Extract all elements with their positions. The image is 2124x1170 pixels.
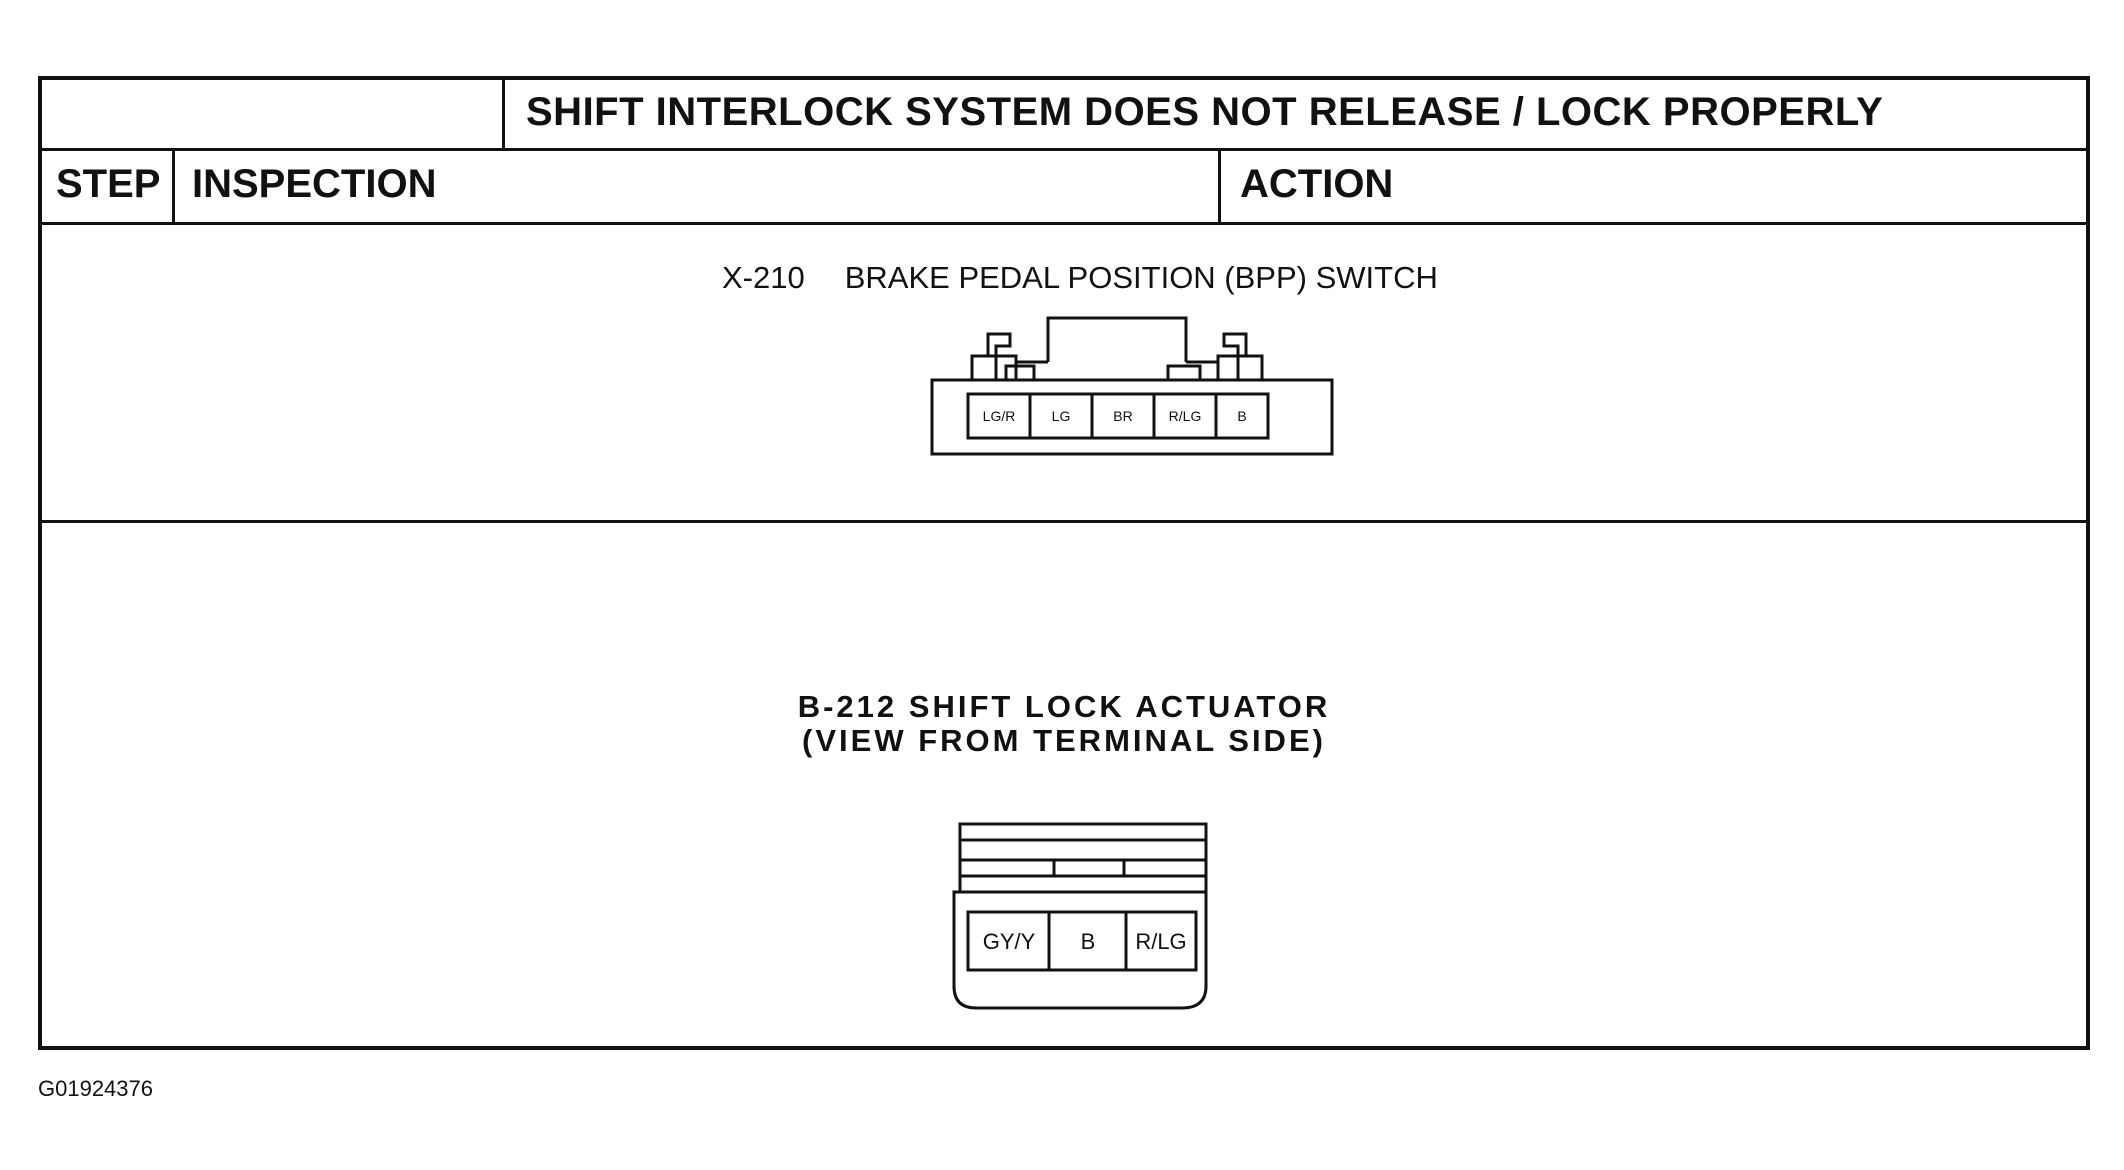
column-header-inspection: INSPECTION [192, 162, 437, 206]
figure-code: G01924376 [38, 1076, 153, 1101]
x210-name: BRAKE PEDAL POSITION (BPP) SWITCH [844, 260, 1438, 295]
b212-title: B-212 SHIFT LOCK ACTUATOR [797, 689, 1331, 724]
b212-connector-diagram: GY/Y B R/LG [952, 822, 1208, 1010]
x210-label: X-210 BRAKE PEDAL POSITION (BPP) SWITCH [722, 260, 1438, 296]
title-left-divider [502, 80, 505, 150]
header-row-divider [42, 222, 2086, 225]
x210-pin-3: BR [1113, 408, 1132, 424]
title-row-divider [42, 148, 2086, 151]
b212-subtitle: (VIEW FROM TERMINAL SIDE) [802, 723, 1326, 758]
x210-pin-1: LG/R [983, 408, 1016, 424]
figure-divider [42, 520, 2086, 523]
b212-pin-3: R/LG [1135, 929, 1186, 954]
x210-code: X-210 [722, 260, 805, 295]
table-title: SHIFT INTERLOCK SYSTEM DOES NOT RELEASE … [526, 90, 1884, 134]
x210-pin-2: LG [1052, 408, 1071, 424]
b212-pin-1: GY/Y [983, 929, 1036, 954]
x210-pin-4: R/LG [1169, 408, 1202, 424]
x210-pin-5: B [1237, 408, 1246, 424]
inspection-table: SHIFT INTERLOCK SYSTEM DOES NOT RELEASE … [38, 76, 2090, 1050]
x210-connector-diagram: LG/R LG BR R/LG B [930, 316, 1334, 456]
action-divider [1218, 150, 1221, 224]
b212-label: B-212 SHIFT LOCK ACTUATOR (VIEW FROM TER… [42, 690, 2086, 758]
b212-pin-2: B [1081, 929, 1096, 954]
column-header-step: STEP [56, 162, 161, 206]
column-header-action: ACTION [1240, 162, 1394, 206]
step-divider [172, 150, 175, 224]
